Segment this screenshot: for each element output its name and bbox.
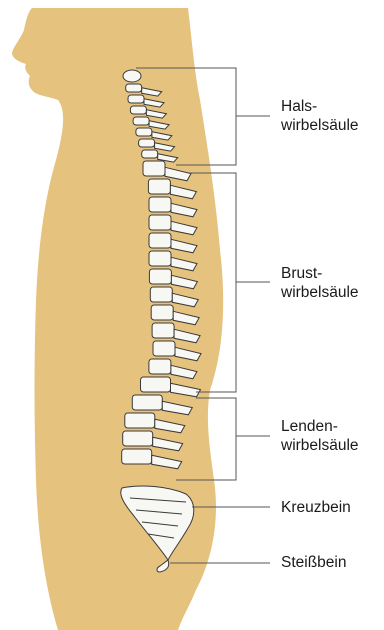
- thoracic-vertebra: [149, 251, 171, 266]
- thoracic-vertebra: [149, 215, 171, 230]
- label-thoracic-line1: Brust-: [281, 264, 359, 283]
- lumbar-vertebra: [132, 395, 162, 410]
- cervical-vertebra: [142, 150, 158, 158]
- thoracic-vertebra: [149, 269, 171, 284]
- lumbar-vertebra: [122, 449, 152, 464]
- cervical-vertebra: [136, 128, 152, 136]
- label-cervical-line2: wirbelsäule: [281, 116, 359, 135]
- label-lumbar-line2: wirbelsäule: [281, 436, 359, 455]
- thoracic-vertebra: [153, 341, 175, 356]
- lumbar-vertebra: [123, 431, 153, 446]
- thoracic-vertebra: [150, 287, 172, 302]
- thoracic-vertebra: [151, 305, 173, 320]
- cervical-vertebra: [126, 84, 142, 92]
- cervical-vertebra: [139, 139, 155, 147]
- lumbar-vertebra: [125, 413, 155, 428]
- label-lumbar: Lenden- wirbelsäule: [281, 417, 359, 455]
- label-sacrum: Kreuzbein: [281, 498, 351, 517]
- label-cervical-line1: Hals-: [281, 97, 359, 116]
- thoracic-vertebra: [143, 161, 165, 176]
- atlas-vertebra: [123, 70, 141, 82]
- label-cervical: Hals- wirbelsäule: [281, 97, 359, 135]
- thoracic-vertebra: [149, 197, 171, 212]
- label-thoracic: Brust- wirbelsäule: [281, 264, 359, 302]
- thoracic-vertebra: [148, 179, 170, 194]
- label-coccyx-text: Steißbein: [281, 553, 346, 572]
- cervical-vertebra: [128, 95, 144, 103]
- cervical-vertebra: [133, 117, 149, 125]
- label-coccyx: Steißbein: [281, 553, 346, 572]
- label-lumbar-line1: Lenden-: [281, 417, 359, 436]
- label-sacrum-text: Kreuzbein: [281, 498, 351, 517]
- lumbar-vertebra: [141, 377, 171, 392]
- thoracic-vertebra: [149, 233, 171, 248]
- cervical-vertebra: [130, 106, 146, 114]
- thoracic-vertebra: [149, 359, 171, 374]
- label-thoracic-line2: wirbelsäule: [281, 283, 359, 302]
- thoracic-vertebra: [152, 323, 174, 338]
